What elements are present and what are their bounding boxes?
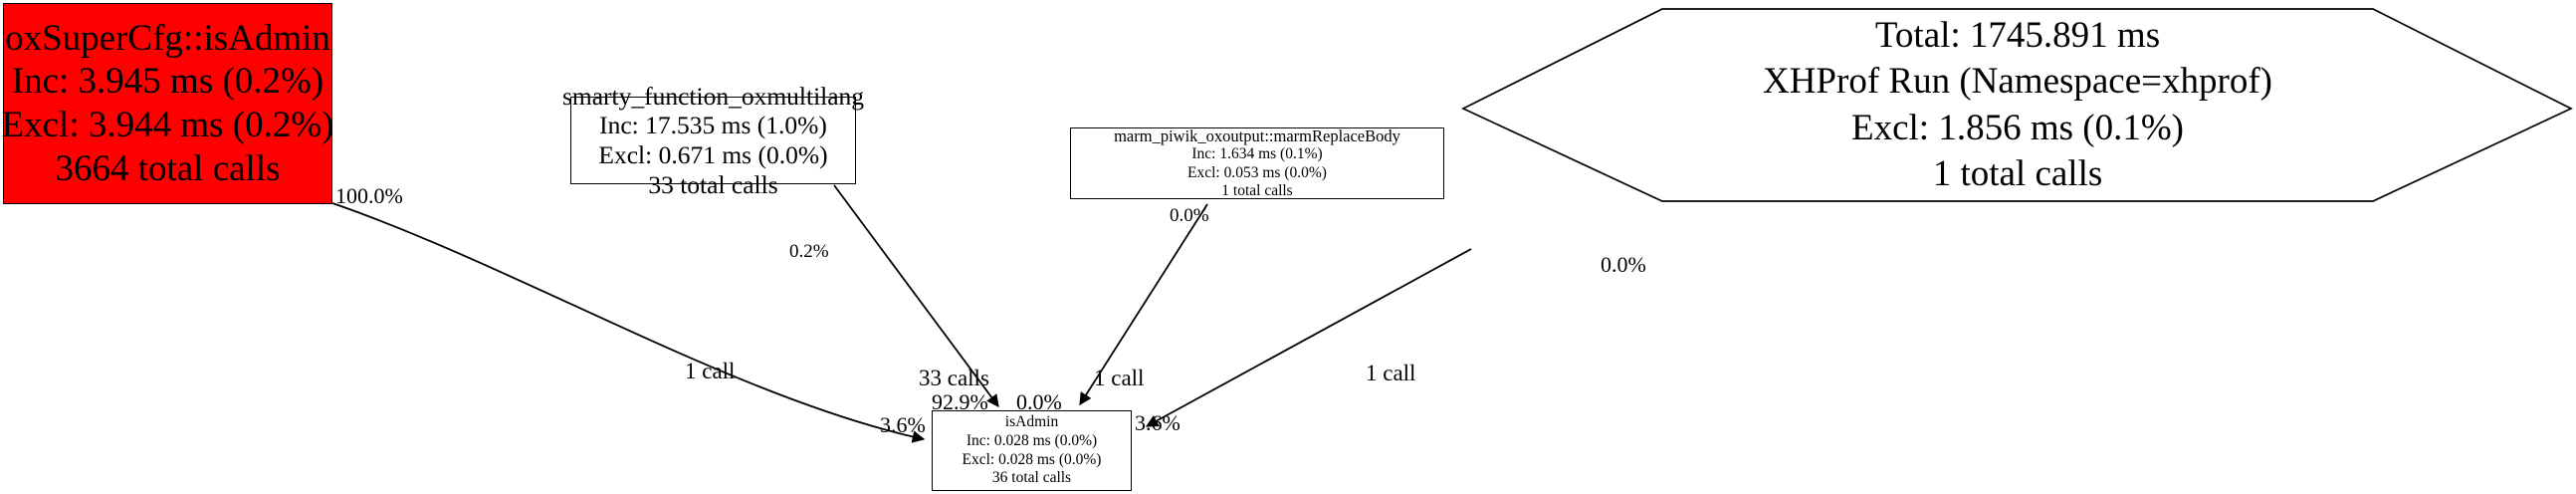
node-isadmin-exclusive: Excl: 0.028 ms (0.0%) xyxy=(962,450,1102,468)
node-marm-replacebody-exclusive: Excl: 0.053 ms (0.0%) xyxy=(1187,163,1327,181)
node-smarty-oxmultilang-calls: 33 total calls xyxy=(648,169,778,199)
node-xhprof-run-exclusive: Excl: 1.856 ms (0.1%) xyxy=(1851,107,2184,148)
edge-label-xhprof-to-isadmin-head-pct: 3.6% xyxy=(1135,410,1181,435)
edge-oxsupercfg-to-isadmin xyxy=(331,202,926,443)
node-smarty-oxmultilang-exclusive: Excl: 0.671 ms (0.0%) xyxy=(598,140,828,169)
node-smarty-oxmultilang-name: smarty_function_oxmultilang xyxy=(561,81,865,111)
edge-label-smarty-to-isadmin-tail-pct: 0.2% xyxy=(789,241,829,262)
edge-label-smarty-to-isadmin-calls: 33 calls xyxy=(919,366,989,390)
edge-label-oxsupercfg-to-isadmin-calls: 1 call xyxy=(685,359,736,383)
node-marm-replacebody-calls: 1 total calls xyxy=(1221,181,1293,199)
node-isadmin-calls: 36 total calls xyxy=(991,469,1072,487)
node-smarty-oxmultilang-inclusive: Inc: 17.535 ms (1.0%) xyxy=(599,111,827,140)
edge-label-oxsupercfg-to-isadmin-tail-pct: 100.0% xyxy=(335,183,403,208)
node-isadmin[interactable]: isAdmin Inc: 0.028 ms (0.0%) Excl: 0.028… xyxy=(932,410,1132,491)
edge-label-xhprof-to-isadmin-tail-pct: 0.0% xyxy=(1601,252,1646,277)
edge-label-smarty-to-isadmin-head-pct: 92.9% xyxy=(932,389,988,414)
node-oxsupercfg-isadmin-exclusive: Excl: 3.944 ms (0.2%) xyxy=(1,105,334,145)
edge-xhprof-to-isadmin xyxy=(1145,248,1472,427)
node-xhprof-run-calls: 1 total calls xyxy=(1932,152,2103,194)
node-xhprof-run[interactable]: Total: 1745.891 ms XHProf Run (Namespace… xyxy=(1463,8,2572,202)
node-smarty-function-oxmultilang[interactable]: smarty_function_oxmultilang Inc: 17.535 … xyxy=(562,82,864,199)
edge-label-oxsupercfg-to-isadmin-head-pct: 3.6% xyxy=(880,412,926,437)
edge-label-marm-to-isadmin-head-pct: 0.0% xyxy=(1016,389,1062,414)
edge-label-xhprof-to-isadmin-calls: 1 call xyxy=(1366,361,1416,385)
node-xhprof-run-total: Total: 1745.891 ms xyxy=(1874,15,2161,56)
edge-label-marm-to-isadmin-tail-pct: 0.0% xyxy=(1170,205,1209,226)
node-isadmin-name: isAdmin xyxy=(1004,413,1059,431)
node-marm-replacebody-name: marm_piwik_oxoutput::marmReplaceBody xyxy=(1114,125,1400,145)
node-oxsupercfg-isadmin-name: oxSuperCfg::isAdmin xyxy=(5,17,330,59)
node-oxsupercfg-isadmin-inclusive: Inc: 3.945 ms (0.2%) xyxy=(11,61,324,103)
node-oxsupercfg-isadmin[interactable]: oxSuperCfg::isAdmin Inc: 3.945 ms (0.2%)… xyxy=(1,3,334,204)
node-marm-replacebody-inclusive: Inc: 1.634 ms (0.1%) xyxy=(1191,145,1323,163)
node-isadmin-inclusive: Inc: 0.028 ms (0.0%) xyxy=(966,431,1098,449)
edge-label-marm-to-isadmin-calls: 1 call xyxy=(1094,366,1145,390)
node-marm-piwik-marmreplacebody[interactable]: marm_piwik_oxoutput::marmReplaceBody Inc… xyxy=(1070,125,1444,199)
node-oxsupercfg-isadmin-calls: 3664 total calls xyxy=(55,147,281,189)
node-xhprof-run-name: XHProf Run (Namespace=xhprof) xyxy=(1762,61,2272,103)
